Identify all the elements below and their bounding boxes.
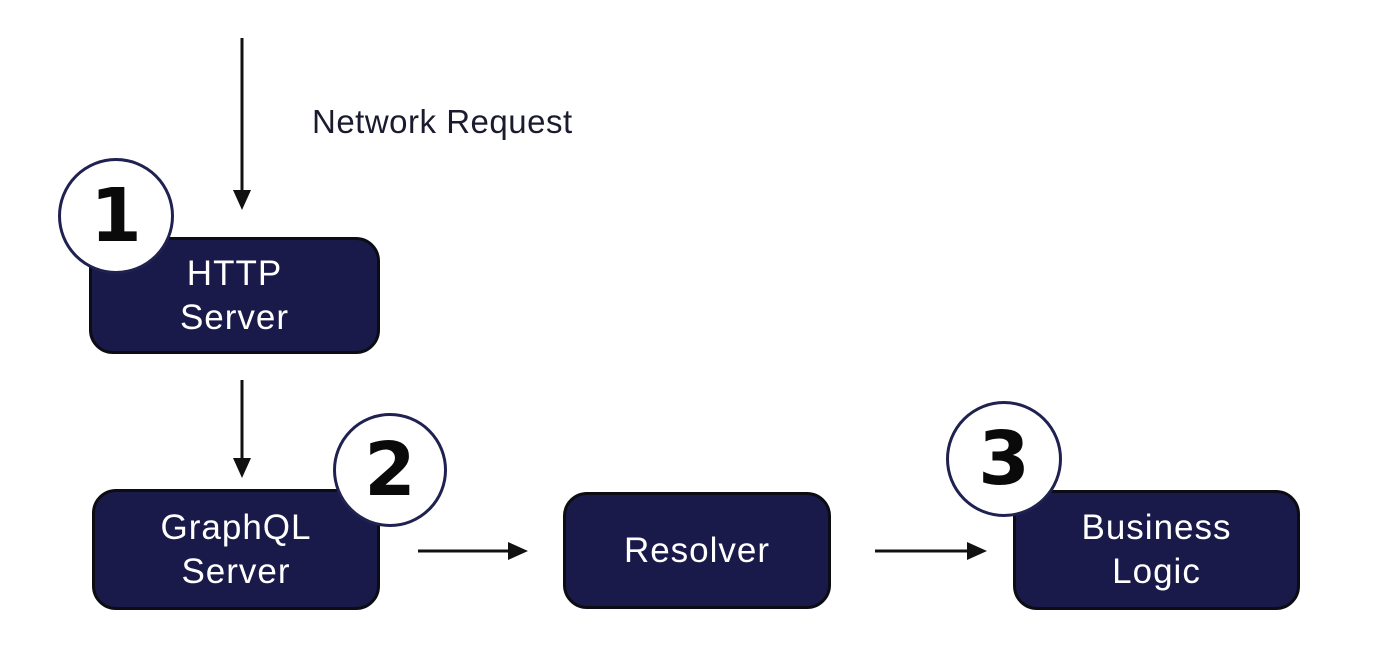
network-request-label: Network Request — [312, 103, 573, 140]
network-request-arrow — [233, 38, 251, 210]
node-resolver: Resolver — [563, 492, 831, 609]
graphql-to-resolver-arrow — [418, 542, 528, 560]
resolver-to-business-arrow — [875, 542, 987, 560]
http-to-graphql-arrow — [233, 380, 251, 478]
node-http-server: HTTP Server — [89, 237, 380, 354]
node-graphql-server: GraphQL Server — [92, 489, 380, 610]
node-business-logic: Business Logic — [1013, 490, 1300, 610]
step-badge-1: 1 — [58, 158, 174, 274]
step-badge-2: 2 — [333, 413, 447, 527]
step-badge-3: 3 — [946, 401, 1062, 517]
